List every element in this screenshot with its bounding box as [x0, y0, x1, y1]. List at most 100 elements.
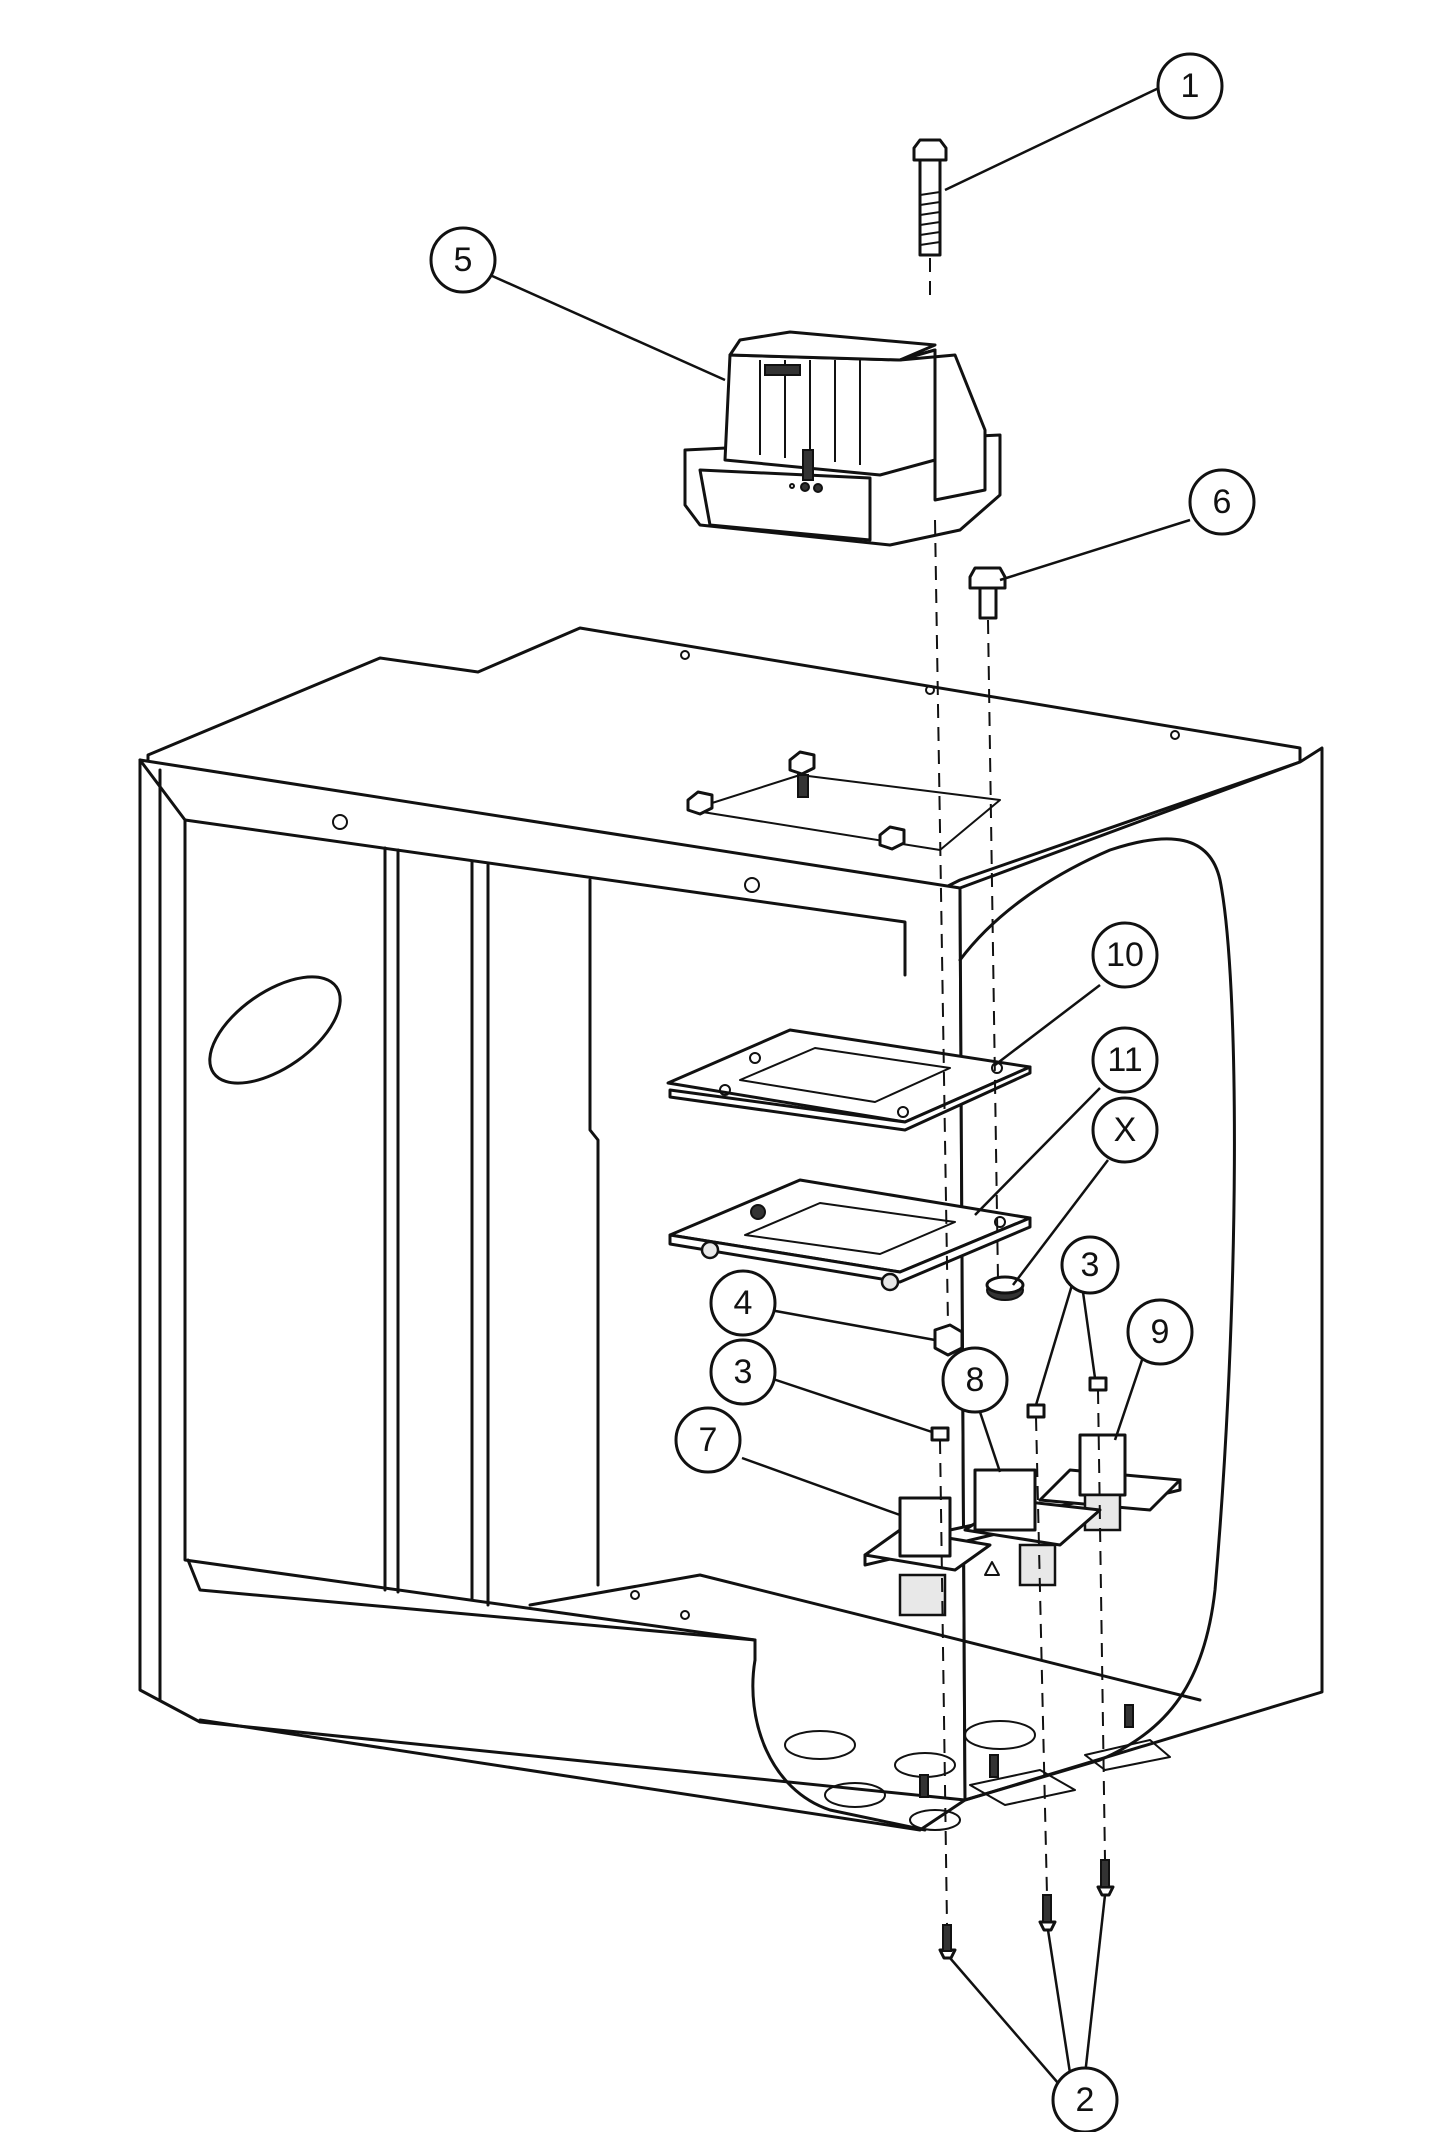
connector-bottom	[1018, 1543, 1057, 1587]
part-11-mounting-plate	[668, 1178, 1032, 1292]
enclosure-box	[138, 626, 1324, 1832]
screw-shank	[1100, 1859, 1110, 1888]
small-nut	[1088, 1376, 1108, 1392]
floor-screw	[989, 1754, 999, 1778]
plate-opening	[744, 1202, 956, 1255]
leader-line-9	[1113, 1356, 1145, 1441]
floor-cutout	[1084, 1739, 1171, 1771]
floor-screw	[919, 1774, 929, 1798]
knockout-hole	[909, 1809, 961, 1831]
callout-3-lower: 3	[709, 1338, 777, 1406]
leader-line-3a2	[1034, 1284, 1074, 1406]
leader-line-2a	[949, 1957, 1059, 2084]
callout-3-lower-label: 3	[734, 1353, 753, 1391]
leader-line-5	[489, 273, 726, 382]
connector-bottom	[898, 1573, 947, 1617]
left-flange-edge	[138, 758, 187, 822]
module-side-latch	[898, 348, 987, 502]
screw-head	[1038, 1920, 1057, 1932]
leader-line-7	[741, 1456, 901, 1517]
callout-2-label: 2	[1076, 2081, 1095, 2119]
stud	[797, 774, 809, 798]
bolt-threads	[919, 191, 941, 246]
callout-2: 2	[1051, 2066, 1119, 2132]
hex-nut	[878, 825, 906, 851]
module-body	[723, 348, 937, 477]
leader-line-6	[999, 518, 1191, 582]
screw-shank	[942, 1924, 952, 1952]
hex-nut	[686, 790, 714, 816]
bolt-head	[912, 138, 948, 162]
centerline	[934, 519, 949, 1326]
small-nut	[1026, 1403, 1046, 1419]
enclosure-front-panel	[138, 758, 967, 1802]
gasket-opening	[739, 1047, 951, 1103]
hex-nut	[788, 750, 816, 776]
callout-9: 9	[1126, 1298, 1194, 1366]
leader-line-8	[978, 1411, 1002, 1473]
plate-hole	[994, 1216, 1006, 1228]
centerline	[1097, 1389, 1106, 1861]
centerline	[1035, 1416, 1048, 1896]
leader-line-1	[944, 84, 1164, 192]
callout-8: 8	[941, 1346, 1009, 1414]
module-top	[728, 330, 937, 362]
callout-8-label: 8	[966, 1361, 985, 1399]
centerline	[939, 1439, 948, 1926]
part-8-connector	[963, 1468, 1102, 1587]
indicator-led	[800, 482, 810, 492]
gasket-hole	[719, 1084, 731, 1096]
floor-front-edge	[186, 1558, 757, 1662]
top-panel-opening	[689, 774, 1001, 851]
inner-divider	[588, 878, 600, 1587]
floor-back-edge	[528, 1573, 1202, 1702]
leader-line-2c	[1083, 1894, 1107, 2076]
callout-11-label: 11	[1107, 1041, 1142, 1079]
screw-shank	[1042, 1894, 1052, 1923]
screw-head	[1096, 1885, 1115, 1897]
leader-line-3b	[769, 1376, 933, 1434]
floor-screw	[1124, 1704, 1134, 1728]
plate-edge	[668, 1216, 1032, 1284]
inner-back-wall	[183, 818, 757, 1642]
knockout-hole	[964, 1720, 1036, 1750]
callout-7: 7	[674, 1406, 742, 1474]
callout-4-label: 4	[734, 1284, 753, 1322]
callout-1-label: 1	[1181, 67, 1200, 105]
gasket-hole	[897, 1106, 909, 1118]
bolt-shank	[918, 158, 942, 257]
indicator-led	[813, 483, 823, 493]
inner-top-edge	[183, 818, 907, 977]
mounting-hole	[680, 1610, 690, 1620]
part-7-connector	[863, 1496, 992, 1617]
part-10-gasket	[666, 1028, 1032, 1132]
part-4-nut	[933, 1323, 964, 1357]
leader-line-4	[769, 1308, 936, 1342]
part-2-screws	[938, 1859, 1115, 1960]
floor-cutaway	[751, 1658, 927, 1832]
knockout-hole	[784, 1730, 856, 1760]
connector-boards	[863, 1433, 1182, 1617]
leader-line-x	[1012, 1159, 1109, 1286]
mounting-hole	[680, 650, 690, 660]
part-9-connector	[1038, 1433, 1182, 1532]
module-ribs	[759, 360, 861, 465]
mounting-hole	[630, 1590, 640, 1600]
bolt-shank	[978, 586, 998, 620]
leader-line-11	[974, 1087, 1101, 1216]
callout-9-label: 9	[1151, 1313, 1170, 1351]
warning-triangle	[984, 1561, 1000, 1576]
module-latch-tab	[764, 364, 801, 376]
plate-nut	[880, 1272, 900, 1292]
callout-11: 11	[1091, 1026, 1159, 1094]
mounting-hole	[744, 877, 760, 893]
mounting-hole	[1170, 730, 1180, 740]
callout-5: 5	[429, 226, 497, 294]
floor-cutout	[969, 1769, 1076, 1806]
callout-6-label: 6	[1213, 483, 1232, 521]
part-1-long-bolt	[912, 138, 948, 257]
callout-4: 4	[709, 1269, 777, 1337]
grommet-top	[985, 1275, 1025, 1295]
connector-housing	[1078, 1433, 1127, 1497]
